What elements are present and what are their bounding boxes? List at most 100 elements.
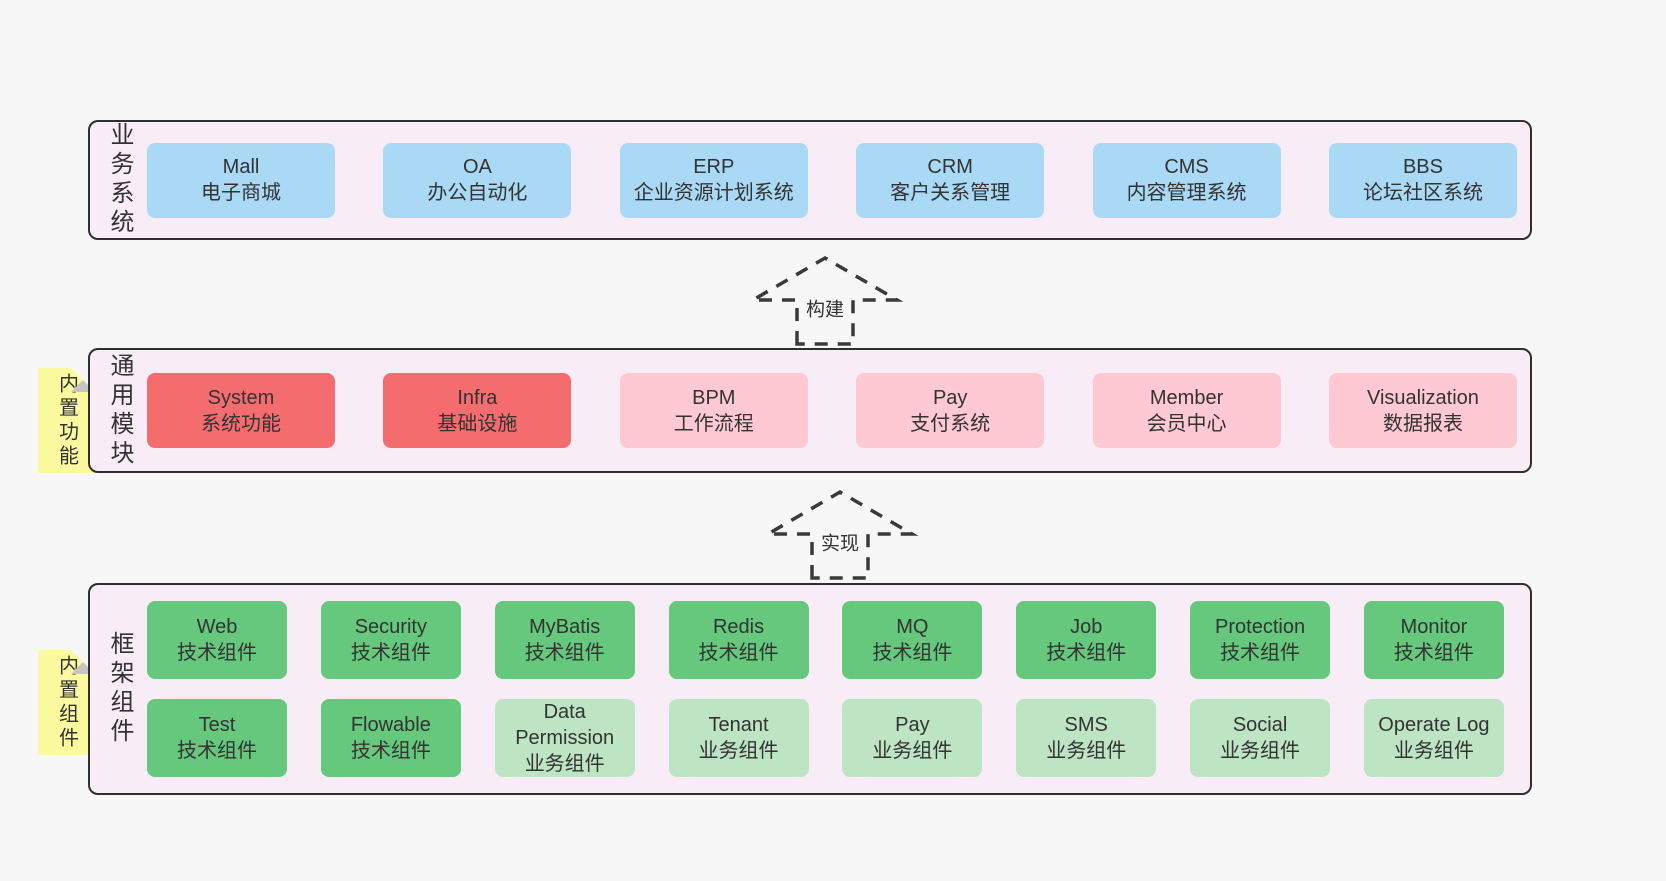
module-subtitle: 会员中心 xyxy=(1146,412,1227,435)
module-row: System 系统功能 Infra 基础设施 BPM 工作流程 Pay 支付系统 Member 会… xyxy=(147,373,1517,448)
band-business-systems: 业务系统 Mall 电子商城 OA 办公自动化 ERP 企业资源计划系统 CRM 客户关系管理… xyxy=(88,120,1532,240)
module-name: Visualization xyxy=(1366,386,1479,409)
module-subtitle: 内容管理系统 xyxy=(1126,182,1247,204)
band-common-modules: 通用模块 System 系统功能 Infra 基础设施 BPM 工作流程 Pay 支付系统 Me… xyxy=(88,348,1532,473)
module-subtitle: 技术组件 xyxy=(1046,642,1127,664)
module-box-web: Web 技术组件 xyxy=(147,601,287,679)
band-label-framework-components: 框架组件 xyxy=(98,585,140,793)
module-box-flowable: Flowable 技术组件 xyxy=(320,699,461,777)
module-name: BBS xyxy=(1402,156,1443,178)
module-name: Social xyxy=(1232,714,1288,736)
band-label-text: 通用模块 xyxy=(106,352,133,469)
module-subtitle: 业务组件 xyxy=(872,740,953,762)
module-row: Mall 电子商城 OA 办公自动化 ERP 企业资源计划系统 CRM 客户关系管理 CMS 内容… xyxy=(147,142,1517,218)
module-subtitle: 技术组件 xyxy=(524,642,605,664)
module-box-bpm: BPM 工作流程 xyxy=(619,373,808,448)
module-name: BPM xyxy=(692,386,736,409)
band-label-text: 业务系统 xyxy=(106,122,133,238)
module-box-pay: Pay 支付系统 xyxy=(856,373,1045,448)
module-name: Protection xyxy=(1215,616,1306,638)
module-name: MQ xyxy=(896,616,929,638)
module-subtitle: 工作流程 xyxy=(673,412,754,435)
module-subtitle: 客户关系管理 xyxy=(890,182,1011,204)
module-subtitle: 企业资源计划系统 xyxy=(633,182,794,204)
module-box-pay: Pay 业务组件 xyxy=(842,699,983,777)
block-arrow-up xyxy=(746,255,904,346)
module-box-cms: CMS 内容管理系统 xyxy=(1092,142,1281,218)
module-name: ERP xyxy=(693,156,735,178)
module-name: Flowable xyxy=(350,714,431,736)
module-name: MyBatis xyxy=(529,616,601,638)
module-subtitle: 技术组件 xyxy=(177,740,257,762)
module-subtitle: 业务组件 xyxy=(524,753,605,775)
block-arrow-up xyxy=(761,489,919,580)
module-subtitle: 技术组件 xyxy=(177,642,257,664)
module-box-mybatis: MyBatis 技术组件 xyxy=(494,601,635,679)
module-subtitle: 技术组件 xyxy=(350,740,431,762)
module-box-crm: CRM 客户关系管理 xyxy=(856,142,1045,218)
module-name: Member xyxy=(1149,386,1224,409)
module-name: Infra xyxy=(457,386,498,409)
module-subtitle: 系统功能 xyxy=(201,412,281,435)
module-name: Test xyxy=(198,714,236,736)
module-box-oa: OA 办公自动化 xyxy=(383,142,572,218)
module-box-visualization: Visualization 数据报表 xyxy=(1328,373,1517,448)
arrow-build: 构建 xyxy=(745,253,905,348)
module-subtitle: 数据报表 xyxy=(1382,412,1463,435)
module-name: CMS xyxy=(1164,156,1209,178)
module-box-mall: Mall 电子商城 xyxy=(147,142,335,218)
module-box-monitor: Monitor 技术组件 xyxy=(1363,601,1504,679)
module-box-member: Member 会员中心 xyxy=(1092,373,1281,448)
band-label-common-modules: 通用模块 xyxy=(98,350,140,471)
module-subtitle: 技术组件 xyxy=(872,642,953,664)
module-name: Pay xyxy=(895,714,930,736)
module-name: Web xyxy=(196,616,238,638)
arrow-build-label: 构建 xyxy=(802,293,848,323)
module-subtitle: 技术组件 xyxy=(1220,642,1301,664)
module-grid-business-systems: Mall 电子商城 OA 办公自动化 ERP 企业资源计划系统 CRM 客户关系管理 CMS 内容… xyxy=(147,122,1517,238)
module-box-erp: ERP 企业资源计划系统 xyxy=(619,142,808,218)
module-subtitle: 基础设施 xyxy=(437,412,518,435)
module-name: Mall xyxy=(222,156,260,178)
module-subtitle: 业务组件 xyxy=(1046,740,1127,762)
module-subtitle: 电子商城 xyxy=(201,182,281,204)
module-box-mq: MQ 技术组件 xyxy=(842,601,983,679)
module-box-infra: Infra 基础设施 xyxy=(383,373,572,448)
module-name: OA xyxy=(462,156,492,178)
module-name: CRM xyxy=(927,156,973,178)
sticky-note-text: 内置组件 xyxy=(55,654,78,751)
sticky-note-built-in-components: 内置组件 xyxy=(38,650,95,755)
module-box-bbs: BBS 论坛社区系统 xyxy=(1328,142,1517,218)
module-subtitle: 技术组件 xyxy=(1393,642,1474,664)
module-box-protection: Protection 技术组件 xyxy=(1190,601,1331,679)
module-subtitle: 技术组件 xyxy=(350,642,431,664)
module-box-system: System 系统功能 xyxy=(147,373,335,448)
module-name: Tenant xyxy=(708,714,769,736)
module-subtitle: 技术组件 xyxy=(698,642,779,664)
module-subtitle: 论坛社区系统 xyxy=(1362,182,1483,204)
module-subtitle: 支付系统 xyxy=(910,412,991,435)
module-box-test: Test 技术组件 xyxy=(147,699,287,777)
module-name: Pay xyxy=(932,386,968,409)
band-label-business-systems: 业务系统 xyxy=(98,122,140,238)
sticky-note-text: 内置功能 xyxy=(55,372,78,469)
module-subtitle: 办公自动化 xyxy=(427,182,528,204)
band-label-text: 框架组件 xyxy=(106,631,133,747)
module-name: SMS xyxy=(1064,714,1108,736)
block-arrow-shape xyxy=(746,255,904,346)
module-name: System xyxy=(207,386,275,409)
sticky-note-built-in-features: 内置功能 xyxy=(38,368,95,473)
module-name: Monitor xyxy=(1400,616,1468,638)
module-subtitle: 业务组件 xyxy=(1393,740,1474,762)
